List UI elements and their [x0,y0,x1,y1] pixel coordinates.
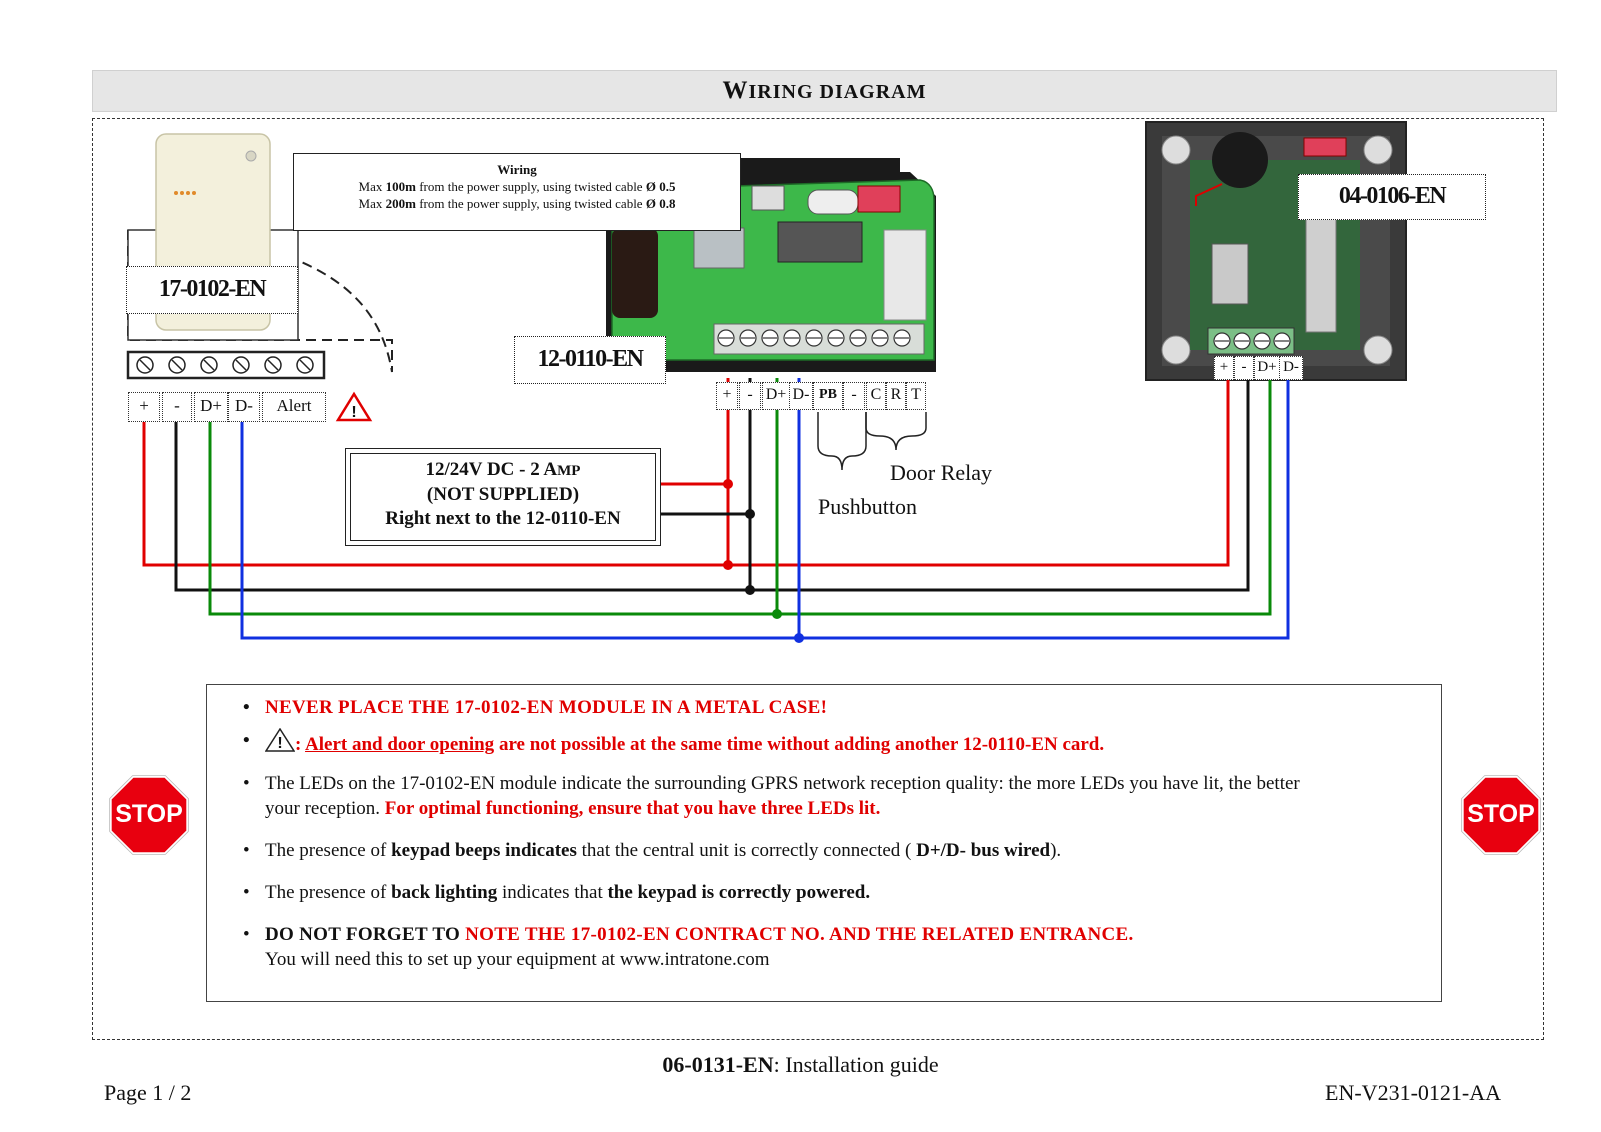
psu-line2: (NOT SUPPLIED) [426,484,580,505]
diagram-frame [92,118,1544,1040]
keypad-terminal-dminus: D- [1279,356,1303,380]
terminal-braces [817,412,927,471]
stop-sign-right-text: STOP [1467,800,1535,828]
psu-line3: Right next to the 12-0110-EN [385,508,621,529]
keypad-drawing [1145,121,1407,381]
warning-glyph: ! [351,404,356,421]
central-terminal-dminus: D- [789,382,813,410]
page-title: WIRING DIAGRAM [92,70,1557,112]
note-alert-door: ! : Alert and door opening are not possi… [243,727,1441,757]
central-terminal-pb: PB [813,382,843,410]
module-terminal-plus: + [128,392,160,422]
door-relay-annotation: Door Relay [890,460,993,485]
stop-sign-left-text: STOP [115,800,183,828]
central-terminal-pb-minus: - [843,382,865,410]
keypad-terminal-plus: + [1214,356,1234,380]
wire-minus [174,378,1250,592]
note-contract-number: DO NOT FORGET TO NOTE THE 17-0102-EN CON… [243,922,1441,972]
central-terminal-minus: - [739,382,761,410]
keypad-label: 04-0106-EN [1298,174,1486,220]
wire-plus [142,378,1230,567]
keypad-terminal-minus: - [1234,356,1254,380]
wire-dplus [208,378,1272,616]
central-terminal-t: T [906,382,926,410]
module-terminal-minus: - [162,392,192,422]
module-terminal-dplus: D+ [194,392,228,422]
psu-line1: 12/24V DC - 2 AMP [425,459,581,480]
footer-reference: EN-V231-0121-AA [1325,1080,1501,1105]
wiring-note-title: Wiring [497,162,537,177]
stop-sign-right [1460,774,1542,856]
footer-doc-title: 06-0131-EN: Installation guide [662,1052,939,1077]
central-terminal-c: C [866,382,886,410]
central-terminal-r: R [886,382,906,410]
wire-dminus [240,378,1290,640]
power-supply-box: 12/24V DC - 2 AMP (NOT SUPPLIED) Right n… [345,448,661,546]
central-terminal-plus: + [716,382,738,410]
footer-page-number: Page 1 / 2 [104,1080,192,1105]
wiring-note-line1: Max 100m from the power supply, using tw… [358,179,676,194]
note-keypad-beeps: The presence of keypad beeps indicates t… [243,838,1441,863]
module-terminal-dminus: D- [228,392,260,422]
warning-icon-inline: ! [264,727,296,752]
keypad-terminal-dplus: D+ [1254,356,1280,380]
wiring-note-line2: Max 200m from the power supply, using tw… [358,196,676,211]
warning-icon [335,391,373,422]
central-unit-label: 12-0110-EN [514,336,666,384]
note-back-lighting: The presence of back lighting indicates … [243,880,1441,905]
note-leds: The LEDs on the 17-0102-EN module indica… [243,771,1441,821]
notes-box: NEVER PLACE THE 17-0102-EN MODULE IN A M… [206,684,1442,1002]
note-metal-case: NEVER PLACE THE 17-0102-EN MODULE IN A M… [243,695,1441,720]
pushbutton-annotation: Pushbutton [818,494,918,519]
module-terminal-alert: Alert [262,392,326,422]
stop-sign-left [108,774,190,856]
wire-junctions [723,479,804,643]
wiring-note: Wiring Max 100m from the power supply, u… [293,153,741,231]
central-terminal-dplus: D+ [762,382,790,410]
gsm-module-label: 17-0102-EN [126,266,298,314]
